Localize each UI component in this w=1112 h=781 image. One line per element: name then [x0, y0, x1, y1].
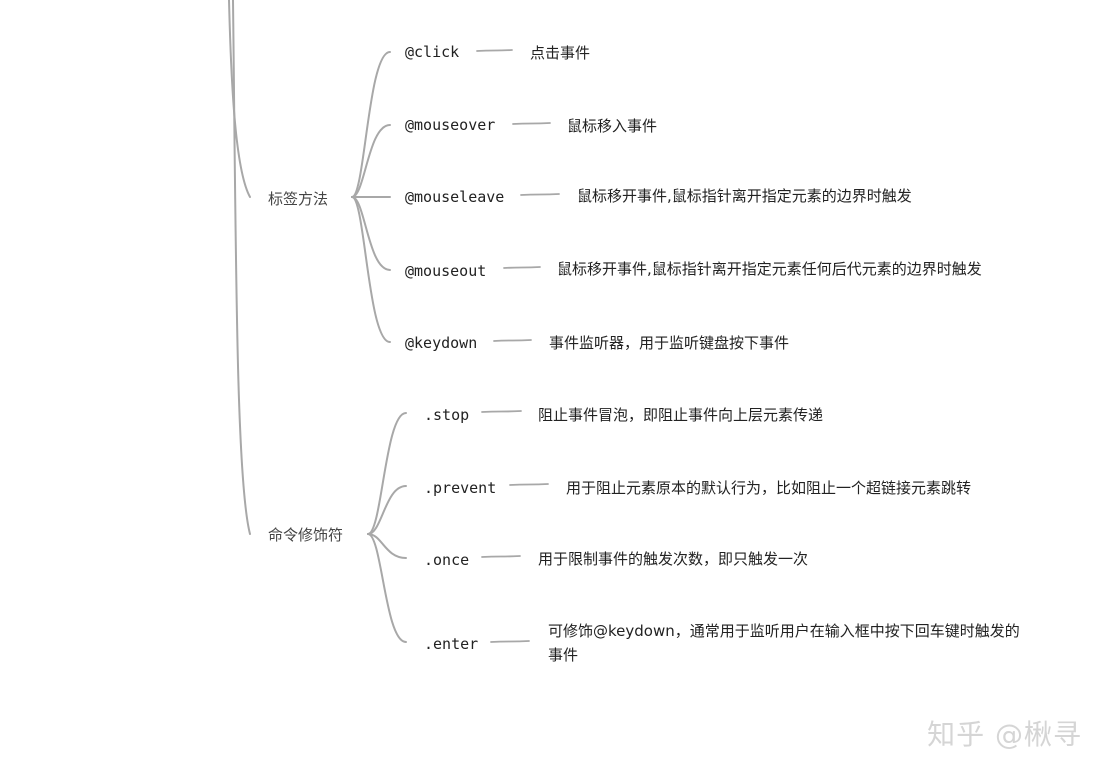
branch-label-modifiers: 命令修饰符 — [268, 526, 344, 544]
desc-mouseleave: 鼠标移开事件,鼠标指针离开指定元素的边界时触发 — [577, 187, 912, 205]
branch-curve-click — [351, 51, 391, 198]
leaf-connector-stop — [481, 410, 522, 413]
desc-mouseover: 鼠标移入事件 — [567, 117, 658, 135]
branch-curve-once — [367, 533, 407, 559]
branch-label-tag-methods: 标签方法 — [268, 190, 329, 208]
leaf-connector-keydown — [493, 339, 532, 342]
branch-curve-stop — [367, 412, 407, 535]
branch-curve-mouseover — [351, 124, 391, 198]
desc-prevent: 用于阻止元素原本的默认行为，比如阻止一个超链接元素跳转 — [566, 479, 972, 497]
node-prevent: .prevent — [424, 479, 497, 497]
desc-enter: 可修饰@keydown，通常用于监听用户在输入框中按下回车键时触发的事件 — [548, 622, 1020, 664]
leaf-connector-enter — [490, 640, 530, 643]
leaf-connector-mouseleave — [520, 193, 560, 196]
node-click: @click — [405, 43, 460, 61]
trunk-line-tag-methods — [228, 0, 251, 198]
branch-curve-prevent — [367, 485, 407, 535]
desc-click: 点击事件 — [530, 44, 591, 62]
trunk-line-modifiers — [232, 0, 251, 535]
leaf-connector-click — [476, 49, 513, 52]
node-mouseleave: @mouseleave — [405, 188, 505, 206]
node-once: .once — [424, 551, 470, 569]
leaf-connector-once — [481, 555, 521, 558]
node-mouseout: @mouseout — [405, 262, 487, 280]
desc-once: 用于限制事件的触发次数，即只触发一次 — [538, 550, 809, 568]
leaf-connector-mouseover — [512, 122, 551, 125]
node-enter: .enter — [424, 635, 479, 653]
branch-curve-enter — [367, 533, 407, 643]
desc-keydown: 事件监听器，用于监听键盘按下事件 — [549, 334, 790, 352]
leaf-connector-mouseout — [503, 266, 541, 269]
node-keydown: @keydown — [405, 334, 478, 352]
zhihu-watermark: 知乎 @楸寻 — [927, 718, 1082, 751]
node-stop: .stop — [424, 406, 470, 424]
desc-mouseout: 鼠标移开事件,鼠标指针离开指定元素任何后代元素的边界时触发 — [557, 260, 982, 278]
branch-curve-keydown — [351, 196, 391, 343]
leaf-connector-prevent — [509, 483, 549, 486]
desc-stop: 阻止事件冒泡，即阻止事件向上层元素传递 — [538, 406, 824, 424]
node-mouseover: @mouseover — [405, 116, 496, 134]
